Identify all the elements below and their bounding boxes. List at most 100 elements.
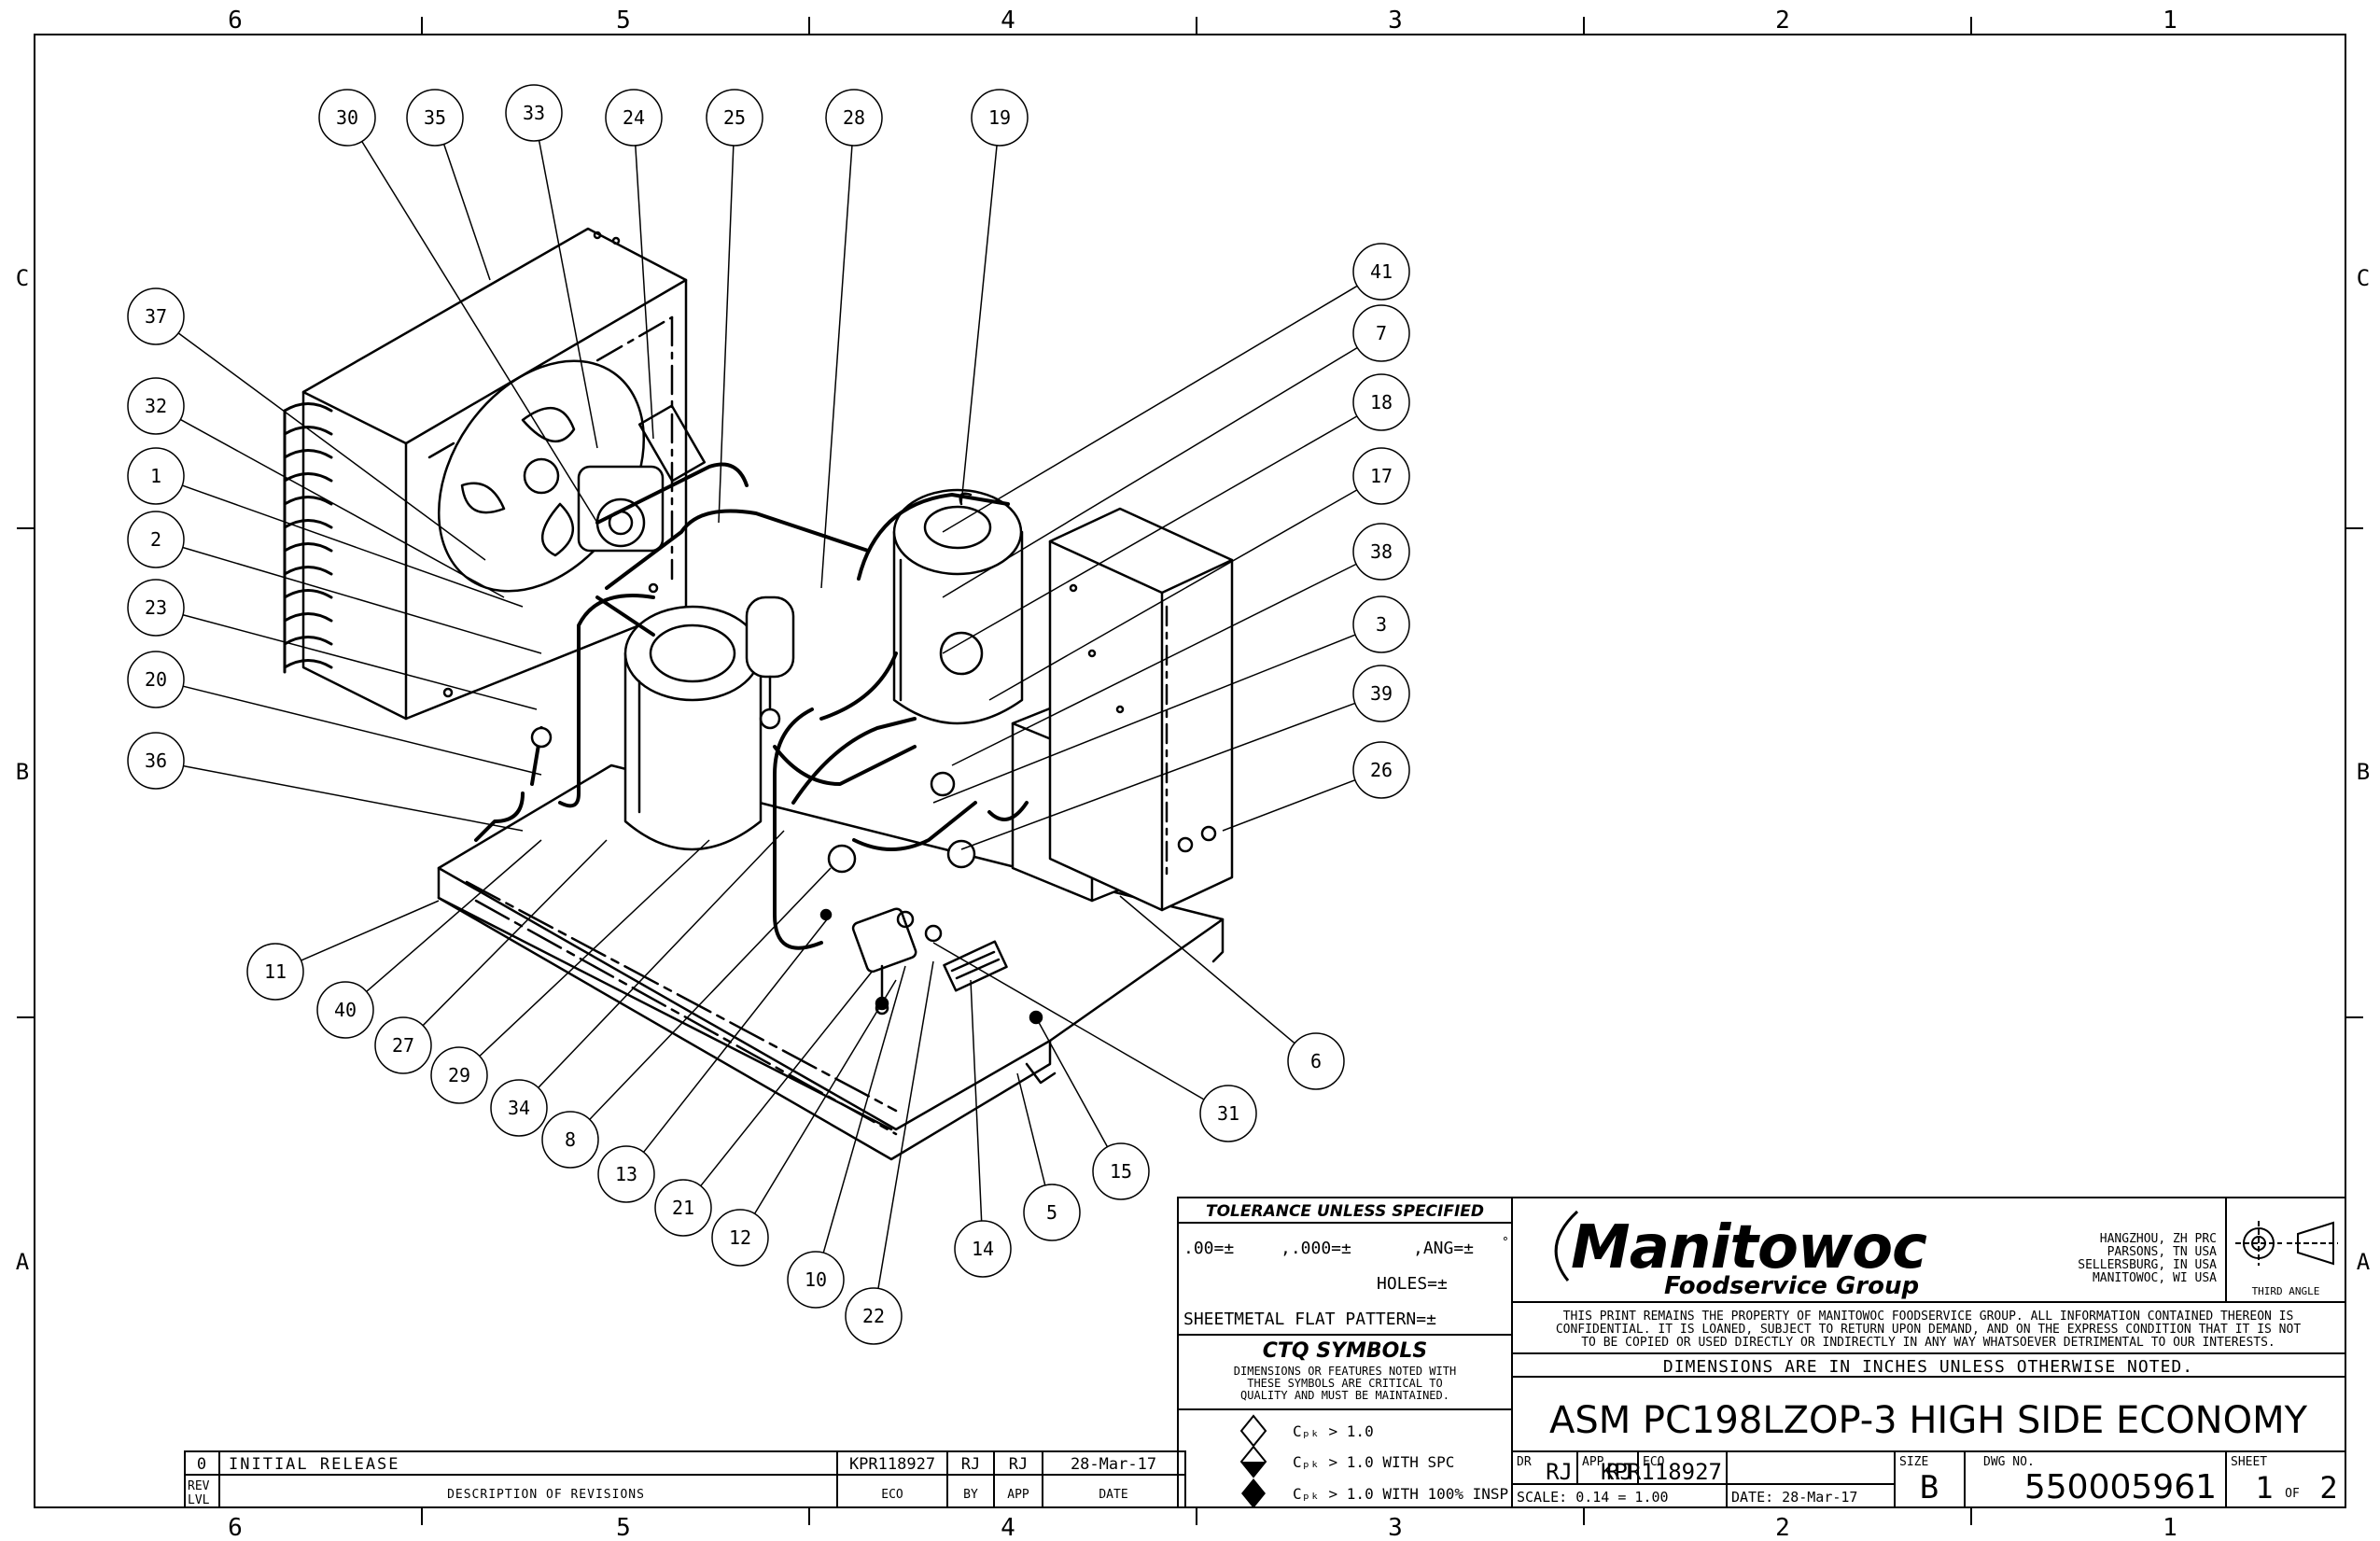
balloon-number: 36	[145, 749, 167, 772]
ctq-diamond-filled-icon	[1241, 1478, 1266, 1508]
balloon-number: 2	[150, 528, 161, 551]
balloon-number: 8	[565, 1128, 576, 1151]
balloon-number: 17	[1370, 465, 1393, 487]
location-line: HANGZHOU, ZH PRC	[2100, 1232, 2217, 1246]
balloon-number: 33	[523, 102, 545, 124]
col-label: 6	[228, 7, 243, 35]
confidential-notice-line: CONFIDENTIAL. IT IS LOANED, SUBJECT TO R…	[1556, 1323, 2301, 1337]
balloon-circle	[1352, 447, 1410, 505]
revision-date: 28-Mar-17	[1071, 1455, 1156, 1474]
balloon-number: 24	[623, 106, 645, 129]
balloon-leader-line	[951, 563, 1357, 766]
balloon-leader-line	[1222, 779, 1356, 832]
ctq-item: Cₚₖ > 1.0 WITH 100% INSP	[1293, 1485, 1508, 1503]
balloon-number: 3	[1376, 613, 1387, 636]
drawing-date: DATE: 28-Mar-17	[1731, 1489, 1857, 1506]
location-line: PARSONS, TN USA	[2107, 1245, 2218, 1259]
balloon-leader-line	[942, 285, 1358, 533]
balloon-number: 37	[145, 305, 167, 328]
balloon-number: 1	[150, 465, 161, 487]
balloon-circle	[127, 377, 185, 435]
balloon-number: 19	[988, 106, 1011, 129]
balloon-circle	[971, 89, 1029, 147]
drawn-by: RJ	[1546, 1459, 1573, 1485]
assembly-drawing	[283, 227, 1234, 1161]
balloon-circle	[246, 943, 304, 1001]
balloon-number: 11	[264, 960, 287, 983]
balloon-leader-line	[179, 418, 505, 598]
balloon-circle	[1352, 304, 1410, 362]
col-label: 1	[2163, 1514, 2177, 1541]
sheet-number: 1	[2255, 1470, 2273, 1506]
balloon-circle	[1352, 243, 1410, 301]
row-labels: C B A C B A	[16, 265, 2371, 1275]
eco-header: ECO	[881, 1488, 903, 1502]
ctq-heading: CTQ SYMBOLS	[1263, 1339, 1428, 1363]
fittings	[530, 631, 1043, 1025]
balloon-leader-line	[932, 634, 1356, 804]
balloon-leader-line	[538, 830, 785, 1088]
balloon-circle	[430, 1046, 488, 1104]
balloon-leader-line	[942, 346, 1358, 598]
balloon-number: 28	[843, 106, 865, 129]
col-label: 3	[1388, 1514, 1403, 1541]
size-label: SIZE	[1899, 1455, 1928, 1469]
balloon-number: 5	[1046, 1201, 1057, 1224]
col-label: 4	[1001, 1514, 1015, 1541]
balloon-circle	[1352, 373, 1410, 431]
balloon-circle	[605, 89, 663, 147]
manitowoc-logo: Manitowoc Foodservice Group	[1554, 1210, 1928, 1300]
balloon-leader-line	[718, 145, 735, 524]
balloon-leader-line	[820, 145, 853, 589]
description-header: DESCRIPTION OF REVISIONS	[447, 1488, 645, 1502]
location-line: MANITOWOC, WI USA	[2093, 1271, 2217, 1285]
balloon-leader-line	[932, 942, 1205, 1100]
ctq-note-line: DIMENSIONS OR FEATURES NOTED WITH	[1234, 1365, 1456, 1378]
ctq-item: Cₚₖ > 1.0 WITH SPC	[1293, 1453, 1454, 1471]
date-header: DATE	[1099, 1488, 1127, 1502]
balloon-circle	[505, 84, 563, 142]
revision-description: INITIAL RELEASE	[229, 1455, 400, 1474]
tolerance-sheetmetal: SHEETMETAL FLAT PATTERN=±	[1183, 1310, 1436, 1329]
balloon-circle	[1023, 1184, 1081, 1241]
row-label: B	[2357, 759, 2370, 785]
balloon-leader-line	[753, 979, 897, 1214]
column-labels: 6 5 4 3 2 1 6 5 4 3 2 1	[228, 7, 2177, 1541]
balloon-number: 27	[392, 1034, 414, 1057]
revision-by: RJ	[961, 1455, 980, 1474]
confidential-notice-line: TO BE COPIED OR USED DIRECTLY OR INDIREC…	[1581, 1336, 2275, 1350]
balloon-leader-line	[177, 332, 486, 561]
balloon-leader-line	[877, 960, 934, 1289]
location-line: SELLERSBURG, IN USA	[2078, 1258, 2217, 1272]
row-label: C	[2357, 265, 2370, 291]
third-angle-projection-icon	[2235, 1221, 2338, 1266]
balloon-leader-line	[1035, 1016, 1109, 1148]
row-label: C	[16, 265, 29, 291]
balloon-circle	[711, 1209, 769, 1267]
fan-motor	[577, 404, 707, 553]
compressor	[892, 488, 1024, 725]
ctq-diamond-half-fill	[1241, 1462, 1266, 1477]
revision-eco: KPR118927	[849, 1455, 935, 1474]
balloon-leader-line	[182, 484, 524, 608]
col-label: 5	[616, 1514, 631, 1541]
scale: SCALE: 0.14 = 1.00	[1517, 1489, 1669, 1506]
sheet-label: SHEET	[2231, 1455, 2267, 1469]
balloon-number: 22	[862, 1305, 885, 1327]
balloon-leader-line	[635, 145, 654, 440]
control-bracket	[1048, 507, 1234, 912]
balloon-circle	[1287, 1032, 1345, 1090]
balloon-leader-line	[366, 839, 542, 992]
balloon-number: 10	[805, 1268, 827, 1291]
balloon-circle	[406, 89, 464, 147]
balloon-number: 38	[1370, 540, 1393, 563]
balloon-circle	[1352, 595, 1410, 653]
balloon-circle	[954, 1220, 1012, 1278]
balloon-circle	[127, 447, 185, 505]
col-label: 4	[1001, 7, 1015, 35]
col-label: 6	[228, 1514, 243, 1541]
balloon-circle	[127, 287, 185, 345]
balloon-number: 6	[1310, 1050, 1322, 1072]
col-label: 1	[2163, 7, 2177, 35]
